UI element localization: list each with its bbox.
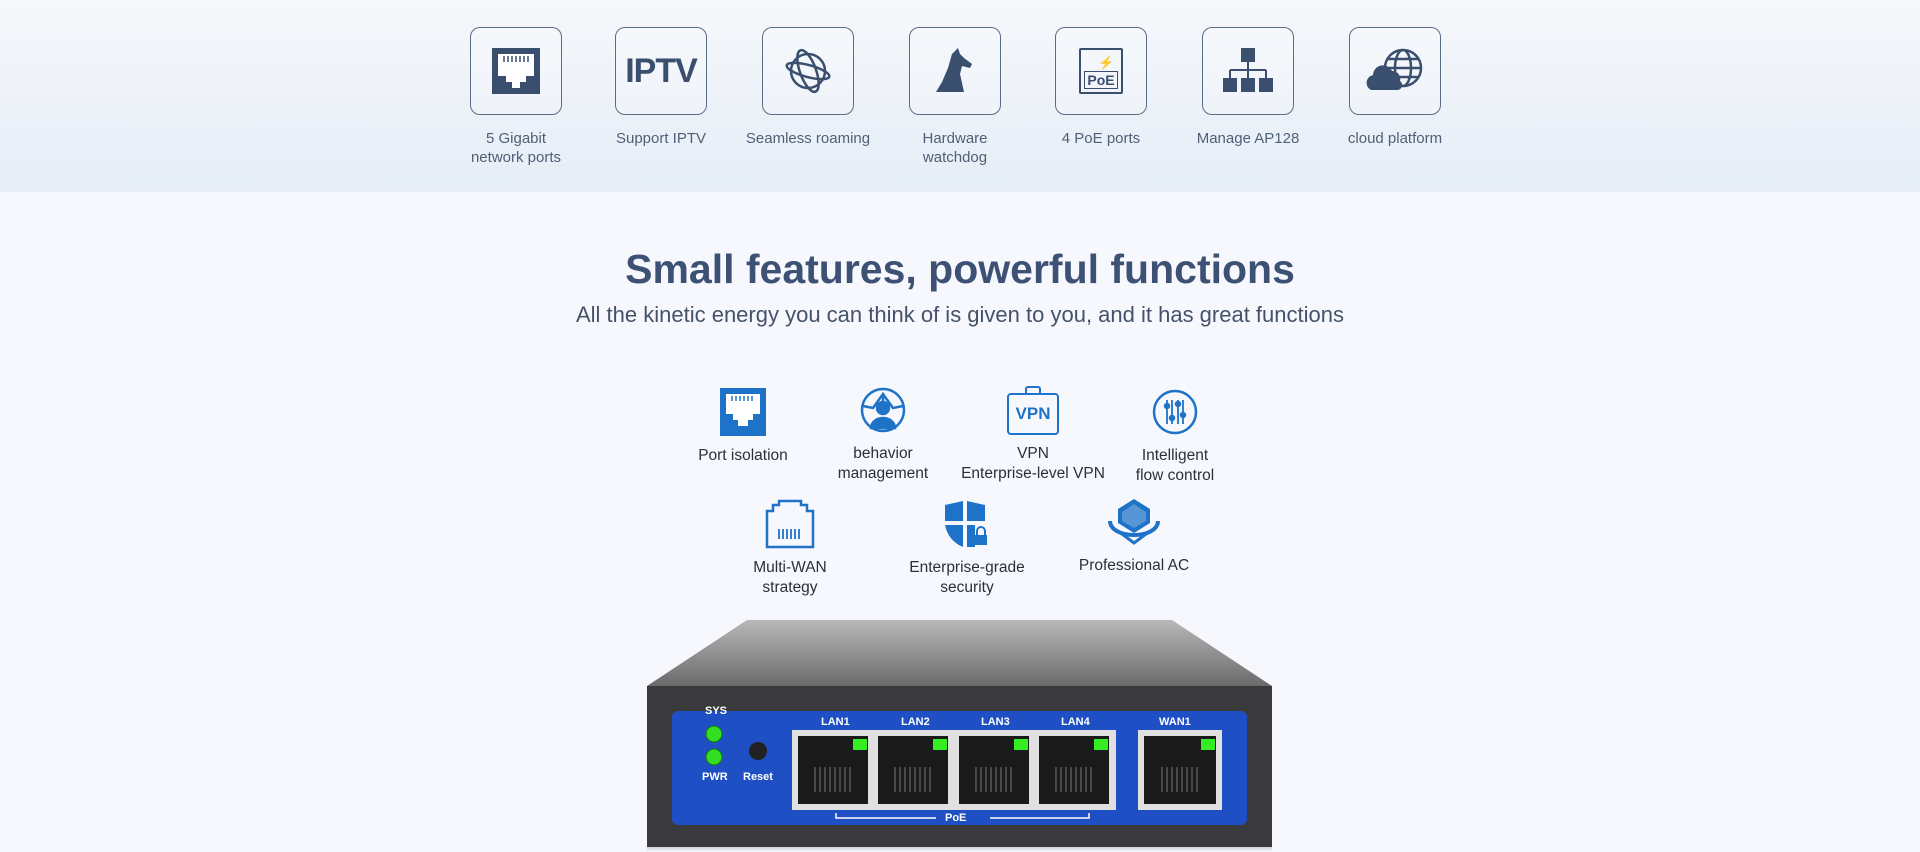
top-feature-watchdog: Hardware watchdog [880,27,1030,167]
section-subtitle: All the kinetic energy you can think of … [575,302,1344,327]
sys-label: SYS [705,705,728,717]
port-label-wan1: WAN1 [1159,716,1191,728]
hierarchy-icon [1223,48,1273,92]
feature-multi-wan: Multi-WAN strategy [700,498,880,598]
feature-vpn: VPN VPN Enterprise-level VPN [943,384,1123,484]
port-label-lan3: LAN3 [981,716,1010,728]
port-label-lan1: LAN1 [821,716,850,728]
port-label-lan4: LAN4 [1061,716,1090,728]
section-title: Small features, powerful functions [625,246,1295,292]
multi-wan-icon [765,499,815,549]
reset-label: Reset [743,771,773,783]
top-feature-poe: ⚡PoE 4 PoE ports [1026,27,1176,148]
ac-controller-icon [1108,499,1160,545]
top-feature-ap-manage: Manage AP128 [1173,27,1323,148]
feature-flow-control: Intelligent flow control [1085,386,1265,486]
feature-port-isolation: Port isolation [653,386,833,466]
feature-security: Enterprise-grade security [877,498,1057,598]
vpn-icon: VPN [1007,386,1059,435]
iptv-icon: IPTV [625,51,698,90]
dog-icon [936,48,972,92]
poe-port-icon: ⚡PoE [1079,48,1123,94]
top-feature-cloud: cloud platform [1320,27,1470,148]
pwr-label: PWR [702,771,728,783]
top-feature-roaming: Seamless roaming [733,27,883,148]
router-device: SYS PWR Reset LAN1 LAN2 LAN3 LAN4 WAN1 P… [647,617,1272,852]
feature-professional-ac: Professional AC [1044,496,1224,576]
feature-behavior-management: behavior management [793,384,973,484]
top-feature-iptv: IPTV Support IPTV [586,27,736,148]
ethernet-port-icon [492,48,540,94]
port-isolation-icon [720,388,766,436]
sliders-icon [1152,389,1198,435]
top-feature-gigabit: 5 Gigabit network ports [441,27,591,167]
orbit-icon [785,48,831,94]
reset-button[interactable] [749,742,767,760]
top-feature-band [0,0,1920,192]
shield-lock-icon [945,501,987,547]
port-label-lan2: LAN2 [901,716,930,728]
poe-label: PoE [945,812,967,824]
user-network-icon [860,387,906,433]
cloud-globe-icon [1366,48,1423,90]
